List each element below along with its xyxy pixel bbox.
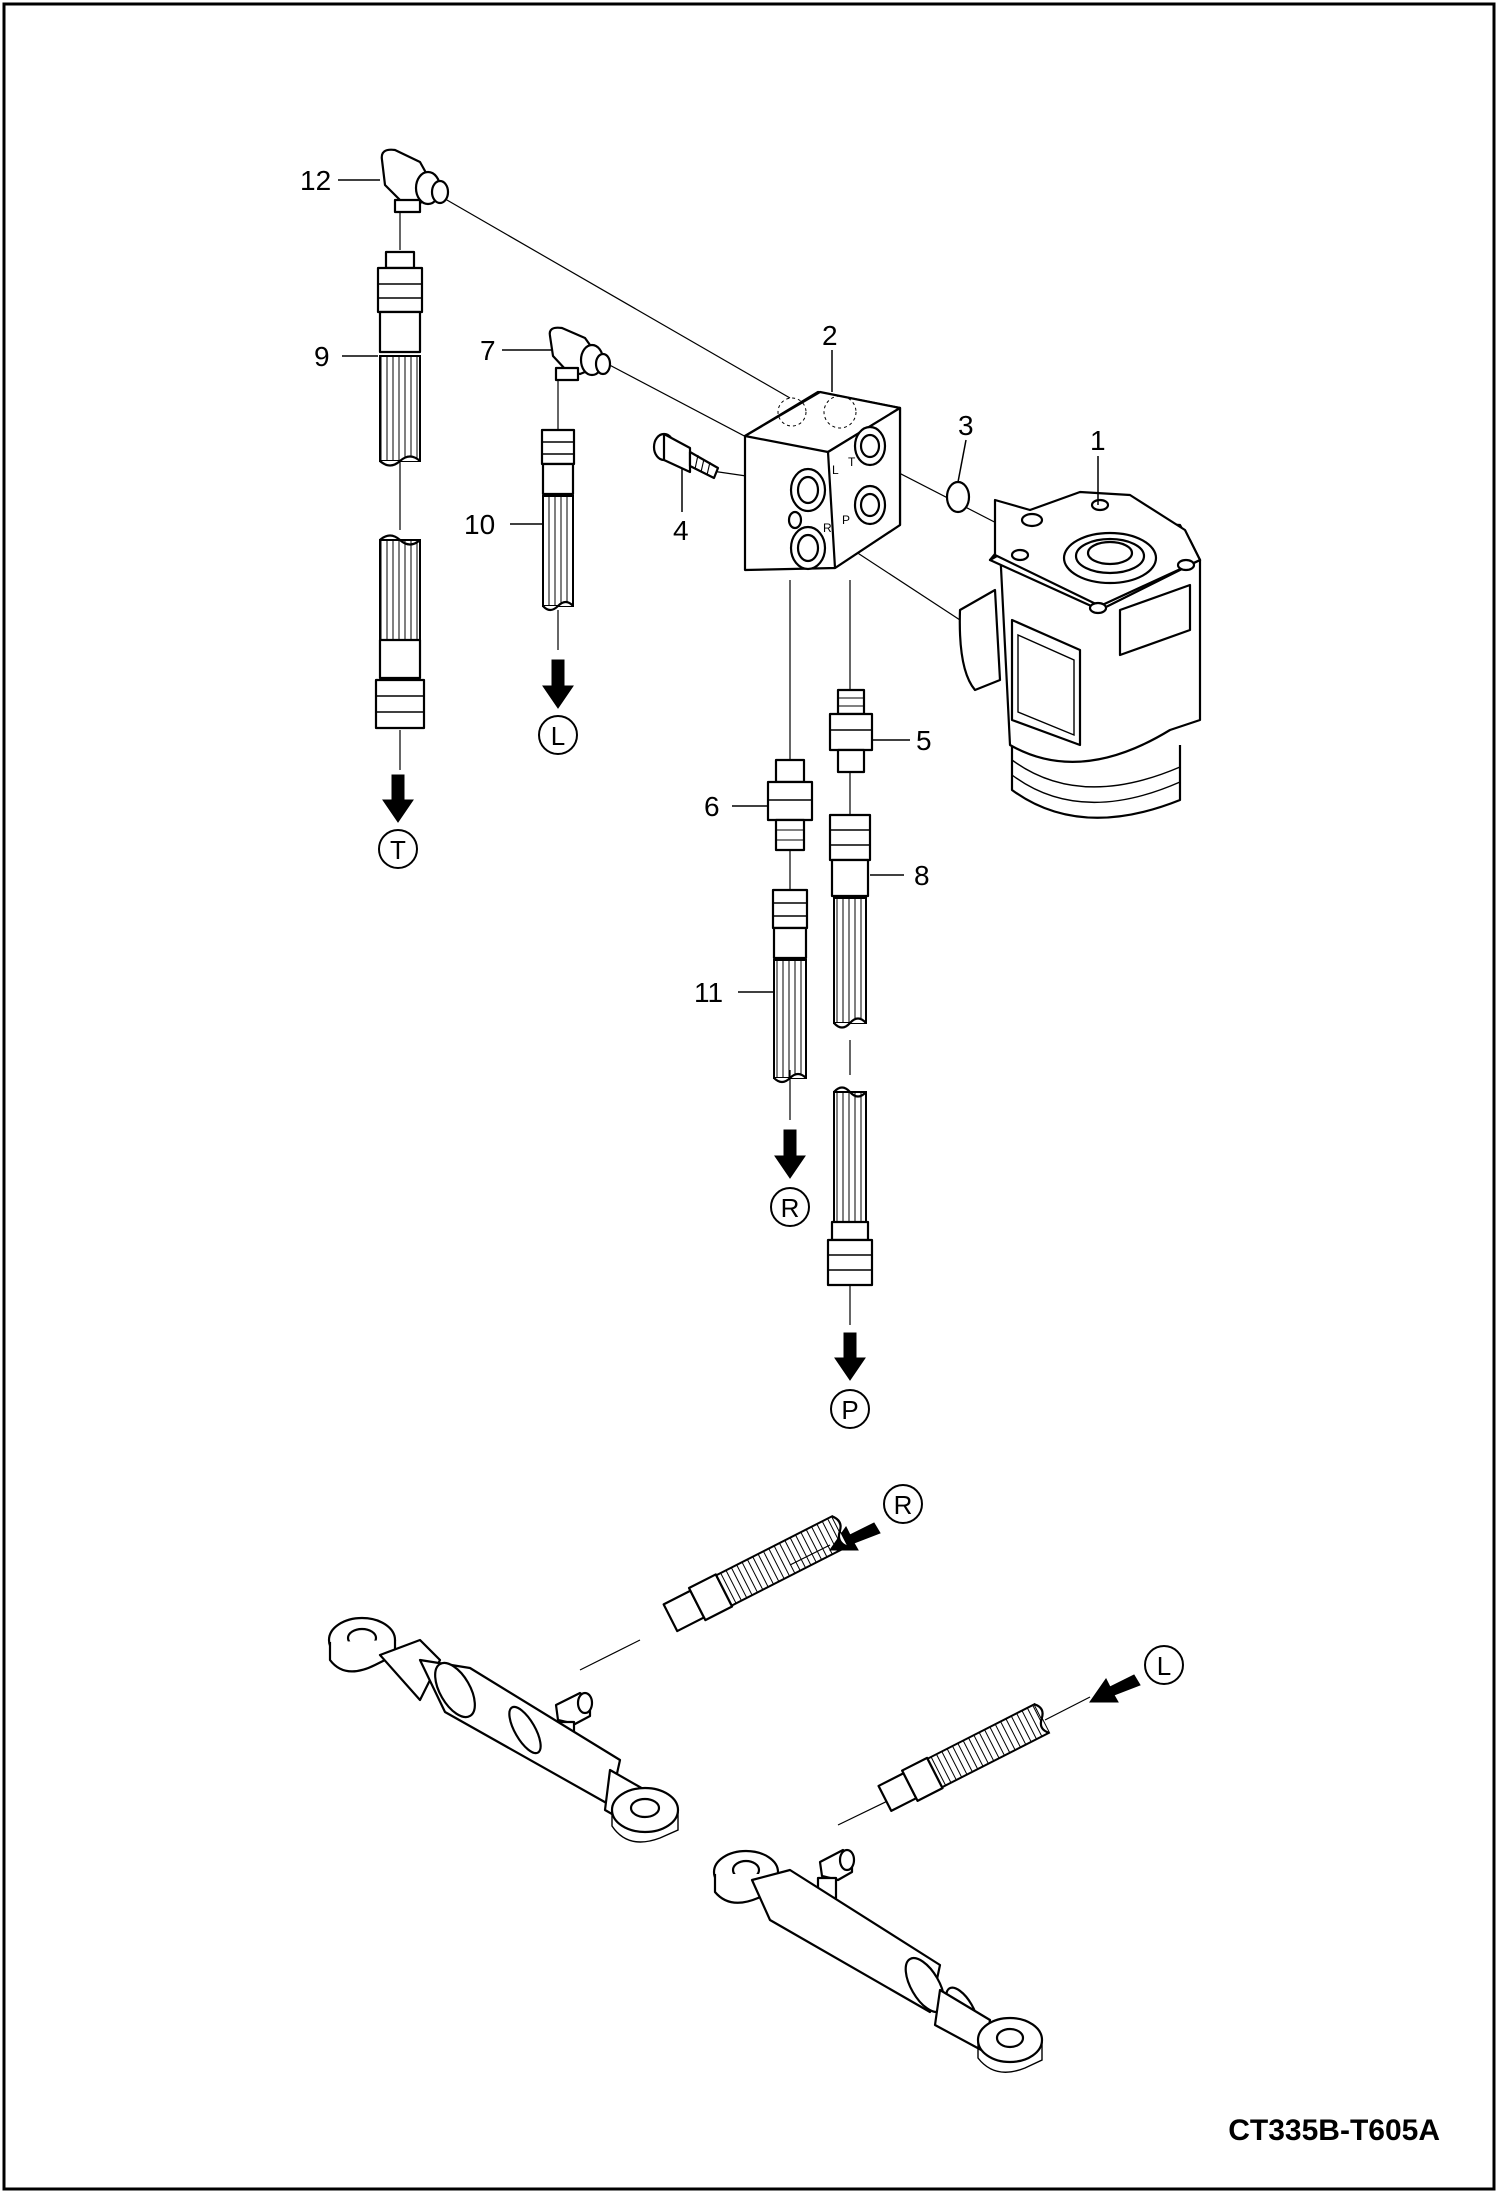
hose-9 [374, 250, 426, 730]
hose-8 [826, 813, 874, 1287]
adapter-5 [828, 688, 874, 774]
arrow-down-icon [774, 1129, 806, 1179]
adapter-6 [766, 758, 814, 852]
callout-8: 8 [914, 860, 930, 891]
svg-text:L: L [1157, 1651, 1171, 1681]
elbow-fitting-12 [380, 148, 450, 214]
arrow-down-icon [542, 659, 574, 709]
port-marker-r-lower: R [883, 1484, 923, 1524]
port-block: L T R P [743, 390, 902, 572]
arrow-diagonal-icon [1089, 1674, 1141, 1703]
elbow-fitting-7 [548, 326, 612, 382]
block-port-label-l: L [832, 463, 839, 477]
svg-text:R: R [894, 1490, 913, 1520]
document-code: CT335B-T605A [1228, 2114, 1440, 2147]
port-marker-t: T [378, 829, 418, 869]
svg-text:L: L [551, 721, 565, 751]
steering-unit [958, 490, 1202, 819]
svg-text:P: P [841, 1395, 858, 1425]
callout-11: 11 [694, 977, 723, 1008]
block-port-label-p: P [842, 513, 850, 527]
steering-cylinder-right [712, 1702, 1051, 2073]
callout-1: 1 [1090, 425, 1106, 456]
port-marker-p: P [830, 1389, 870, 1429]
hose-11 [771, 888, 809, 1084]
o-ring [945, 480, 971, 514]
hose-10 [540, 428, 576, 612]
svg-text:R: R [781, 1193, 800, 1223]
port-marker-l-upper: L [538, 715, 578, 755]
callout-5: 5 [916, 725, 932, 756]
svg-text:T: T [390, 835, 406, 865]
callout-6: 6 [704, 791, 720, 822]
steering-cylinder-left [327, 1514, 849, 1843]
block-port-label-t: T [848, 455, 856, 469]
arrow-down-icon [834, 1332, 866, 1381]
callout-12: 12 [300, 165, 331, 196]
block-port-label-r: R [823, 521, 832, 535]
arrow-down-icon [382, 774, 414, 823]
callout-7: 7 [480, 335, 496, 366]
callout-9: 9 [314, 341, 330, 372]
callout-2: 2 [822, 320, 838, 351]
flow-arrows [382, 659, 1141, 1703]
port-marker-r-upper: R [770, 1187, 810, 1227]
port-markers: T L R P R L [378, 715, 1184, 1685]
port-marker-l-lower: L [1144, 1645, 1184, 1685]
callout-3: 3 [958, 410, 974, 441]
callout-10: 10 [464, 509, 495, 540]
bolt [652, 432, 720, 480]
callout-4: 4 [673, 515, 689, 546]
callout-numbers: 12 9 7 10 2 3 1 4 5 6 8 11 [300, 165, 1106, 1008]
leader-lines [338, 179, 1099, 993]
